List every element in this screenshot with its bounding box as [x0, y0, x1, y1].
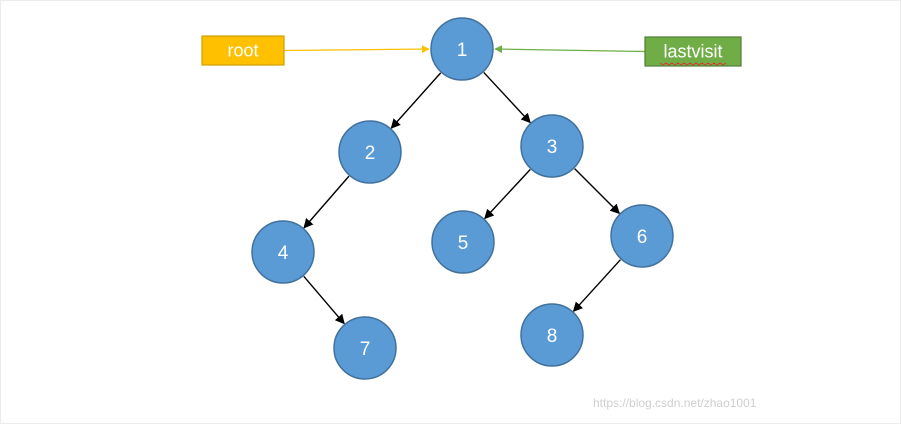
root-pointer-box: root: [201, 35, 285, 66]
node-label: 7: [360, 339, 371, 360]
lastvisit-pointer-arrow: [494, 45, 646, 54]
edge-2-4: [303, 175, 350, 229]
node-circle: [338, 120, 402, 184]
tree-node-1: 1: [430, 17, 494, 81]
node-label: 6: [637, 227, 648, 248]
node-circle: [333, 316, 397, 380]
tree-node-3: 3: [520, 114, 584, 178]
node-circle: [520, 114, 584, 178]
tree-node-2: 2: [338, 120, 402, 184]
edge-1-2: [390, 72, 442, 129]
node-label: 5: [458, 233, 469, 254]
pointer-labels: root lastvisit: [201, 35, 742, 67]
node-label: 3: [547, 137, 558, 158]
pointer-arrows: [283, 45, 646, 54]
edge-3-5: [484, 168, 531, 220]
tree-node-6: 6: [610, 204, 674, 268]
node-circle: [610, 204, 674, 268]
node-circle: [430, 17, 494, 81]
lastvisit-label: lastvisit: [663, 42, 722, 62]
tree-node-5: 5: [431, 210, 495, 274]
lastvisit-pointer-box: lastvisit: [644, 36, 742, 67]
lastvisit-box-rect: [644, 36, 742, 67]
node-circle: [520, 303, 584, 367]
node-label: 2: [365, 143, 376, 164]
edge-3-6: [574, 168, 621, 215]
watermark-text: https://blog.csdn.net/zhao1001: [593, 396, 757, 410]
edge-1-3: [483, 71, 531, 124]
spellcheck-underline: [659, 62, 727, 66]
root-box-rect: [201, 35, 285, 66]
tree-nodes: 1 2 3 4 5 6 7 8: [251, 17, 674, 380]
root-pointer-arrow: [283, 45, 430, 53]
node-label: 8: [547, 326, 558, 347]
node-circle: [431, 210, 495, 274]
edge-4-7: [303, 275, 345, 325]
tree-node-7: 7: [333, 316, 397, 380]
tree-edges: [303, 71, 621, 325]
root-label: root: [227, 41, 258, 61]
tree-node-4: 4: [251, 220, 315, 284]
tree-node-8: 8: [520, 303, 584, 367]
node-label: 1: [457, 40, 468, 61]
edge-6-8: [572, 259, 621, 313]
node-circle: [251, 220, 315, 284]
node-label: 4: [278, 243, 289, 264]
